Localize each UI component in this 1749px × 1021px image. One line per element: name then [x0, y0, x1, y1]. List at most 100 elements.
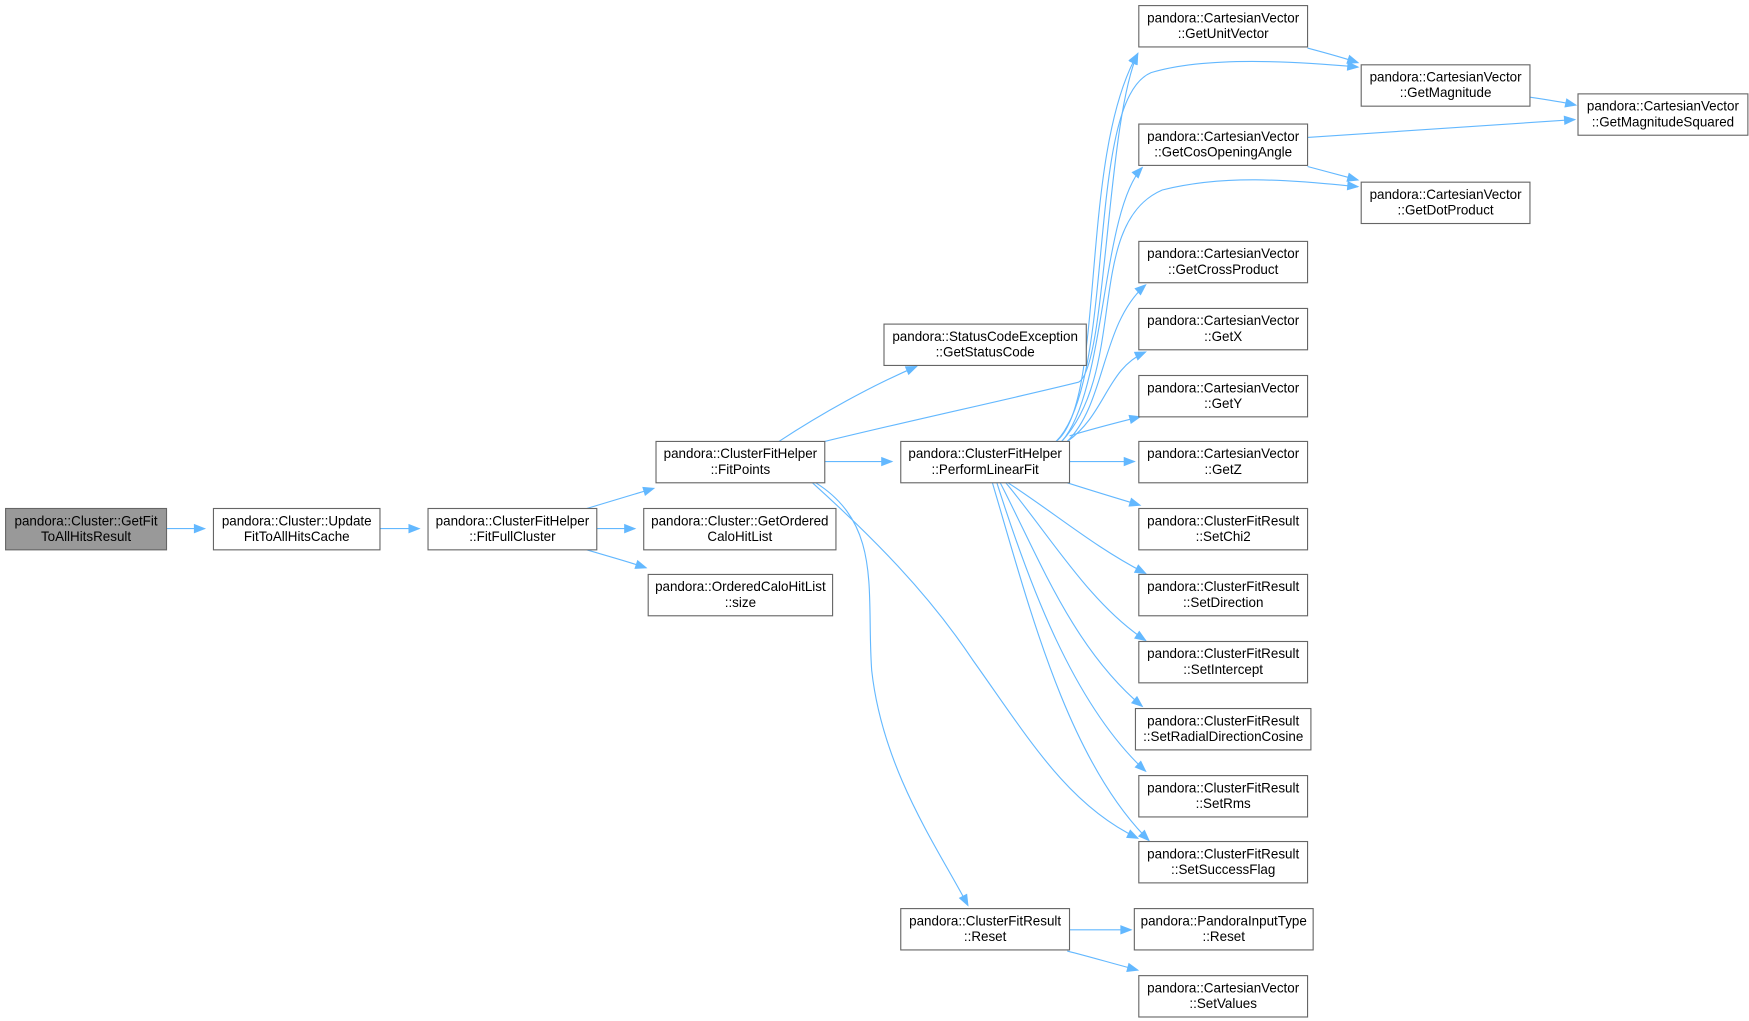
node-box [647, 573, 834, 617]
graph-node-n22[interactable]: pandora::CartesianVector::SetValues [1138, 975, 1309, 1018]
edge-n7-n11 [1066, 284, 1146, 442]
arrowhead-n10-n24 [1346, 172, 1360, 182]
node-box [1133, 908, 1314, 951]
edge-n7-n13 [1069, 416, 1141, 437]
edge-n7-n10 [1061, 167, 1143, 442]
arrowhead-n7-n17 [1134, 630, 1147, 642]
graph-node-n3[interactable]: pandora::ClusterFitHelper::FitPoints [655, 440, 826, 484]
node-label-line: ::SetValues [1189, 996, 1257, 1011]
edge-n7-n17 [1005, 482, 1146, 641]
node-label-line: ::SetIntercept [1183, 662, 1263, 677]
graph-node-n2[interactable]: pandora::ClusterFitHelper::FitFullCluste… [427, 507, 598, 551]
edge-n7-n16 [1007, 482, 1146, 574]
node-label-line: ::size [725, 595, 756, 610]
node-label-line: ::GetStatusCode [936, 345, 1035, 360]
graph-node-n25[interactable]: pandora::CartesianVector::GetMagnitudeSq… [1577, 93, 1749, 136]
node-label-line: ::SetRms [1196, 796, 1251, 811]
arrowhead-n10-n25 [1563, 115, 1577, 126]
edge-n10-n25 [1307, 119, 1575, 139]
graph-node-n24[interactable]: pandora::CartesianVector::GetDotProduct [1360, 181, 1531, 225]
graph-node-n11[interactable]: pandora::CartesianVector::GetCrossProduc… [1138, 240, 1309, 284]
node-label-line: pandora::StatusCodeException [892, 329, 1078, 344]
graph-node-n12[interactable]: pandora::CartesianVector::GetX [1138, 307, 1309, 351]
arrowhead-n7-n13 [1128, 414, 1142, 425]
arrowhead-n2-n4 [624, 523, 637, 534]
node-label-line: ::SetRadialDirectionCosine [1143, 729, 1303, 744]
node-box [643, 507, 837, 551]
graph-node-n6[interactable]: pandora::StatusCodeException::GetStatusC… [883, 323, 1087, 367]
node-label-line: pandora::PandoraInputType [1141, 913, 1307, 928]
graph-node-n21[interactable]: pandora::PandoraInputType::Reset [1133, 908, 1314, 951]
graph-node-n23[interactable]: pandora::CartesianVector::GetMagnitude [1360, 64, 1531, 107]
node-label-line: pandora::ClusterFitResult [1147, 713, 1299, 728]
arrowhead-n7-n18 [1130, 695, 1144, 708]
graph-node-n10[interactable]: pandora::CartesianVector::GetCosOpeningA… [1138, 123, 1309, 166]
node-label-line: ::GetZ [1205, 462, 1242, 477]
arrowhead-n0-n1 [193, 523, 207, 534]
node-label-line: pandora::CartesianVector [1587, 99, 1740, 114]
node-label-line: pandora::CartesianVector [1147, 380, 1300, 395]
node-label-line: ::GetCrossProduct [1168, 262, 1279, 277]
node-box [1138, 775, 1309, 818]
node-label-line: pandora::ClusterFitHelper [908, 446, 1062, 461]
edge-n8-n22 [1067, 950, 1138, 971]
arrowhead-n3-n20 [1126, 829, 1140, 839]
node-box [1138, 975, 1309, 1018]
arrowhead-n7-n20 [1137, 829, 1150, 842]
edge-n3-n6 [778, 366, 917, 442]
graph-node-n17[interactable]: pandora::ClusterFitResult::SetIntercept [1138, 640, 1309, 684]
edge-n7-n23 [1055, 60, 1358, 442]
graph-node-n9[interactable]: pandora::CartesianVector::GetUnitVector [1138, 5, 1309, 48]
node-label-line: pandora::CartesianVector [1147, 313, 1300, 328]
node-box [1577, 93, 1749, 136]
node-box [212, 507, 381, 551]
node-label-line: ::FitFullCluster [469, 529, 556, 544]
edge-n7-n18 [999, 482, 1143, 707]
edge-n7-n9 [1055, 53, 1139, 442]
arrowhead-n7-n9 [1128, 52, 1139, 66]
graph-node-n16[interactable]: pandora::ClusterFitResult::SetDirection [1138, 573, 1309, 617]
node-label-line: ::GetX [1204, 329, 1242, 344]
graph-node-n14[interactable]: pandora::CartesianVector::GetZ [1138, 440, 1309, 484]
graph-node-n7[interactable]: pandora::ClusterFitHelper::PerformLinear… [900, 440, 1071, 484]
arrowhead-n3-n7 [881, 456, 894, 467]
node-label-line: ToAllHitsResult [41, 529, 131, 544]
arrowhead-n7-n24 [1346, 180, 1360, 191]
node-label-line: pandora::CartesianVector [1147, 980, 1300, 995]
arrowhead-n2-n5 [634, 559, 648, 569]
node-label-line: ::PerformLinearFit [931, 462, 1039, 477]
node-box [1138, 240, 1309, 284]
node-box [900, 440, 1071, 484]
node-box [427, 507, 598, 551]
arrowhead-n7-n23 [1346, 61, 1360, 71]
node-box [1138, 507, 1309, 551]
graph-node-n20[interactable]: pandora::ClusterFitResult::SetSuccessFla… [1138, 840, 1309, 884]
graph-node-n8[interactable]: pandora::ClusterFitResult::Reset [900, 908, 1071, 951]
arrowhead-n1-n2 [408, 523, 421, 534]
arrowhead-n3-n8 [958, 893, 969, 907]
graph-node-n5[interactable]: pandora::OrderedCaloHitList::size [647, 573, 834, 617]
graph-node-n19[interactable]: pandora::ClusterFitResult::SetRms [1138, 775, 1309, 818]
node-box [1138, 440, 1309, 484]
graph-node-n1[interactable]: pandora::Cluster::UpdateFitToAllHitsCach… [212, 507, 381, 551]
node-box [883, 323, 1087, 367]
node-label-line: ::Reset [1202, 929, 1245, 944]
node-label-line: CaloHitList [707, 529, 772, 544]
node-label-line: pandora::ClusterFitHelper [436, 513, 590, 528]
edge-n7-n15 [1067, 482, 1141, 506]
node-label-line: pandora::ClusterFitHelper [664, 446, 818, 461]
arrowhead-n8-n21 [1120, 925, 1133, 935]
arrowhead-n7-n12 [1133, 351, 1147, 361]
arrowhead-n7-n15 [1128, 497, 1142, 507]
node-label-line: pandora::CartesianVector [1370, 70, 1523, 85]
edge-n7-n24 [1061, 179, 1358, 442]
node-box [1138, 573, 1309, 617]
node-label-line: pandora::OrderedCaloHitList [655, 579, 826, 594]
graph-node-n15[interactable]: pandora::ClusterFitResult::SetChi2 [1138, 507, 1309, 551]
graph-node-n13[interactable]: pandora::CartesianVector::GetY [1138, 374, 1309, 418]
graph-node-n18[interactable]: pandora::ClusterFitResult::SetRadialDire… [1134, 707, 1312, 751]
node-label-line: FitToAllHitsCache [244, 529, 350, 544]
node-box [1138, 640, 1309, 684]
